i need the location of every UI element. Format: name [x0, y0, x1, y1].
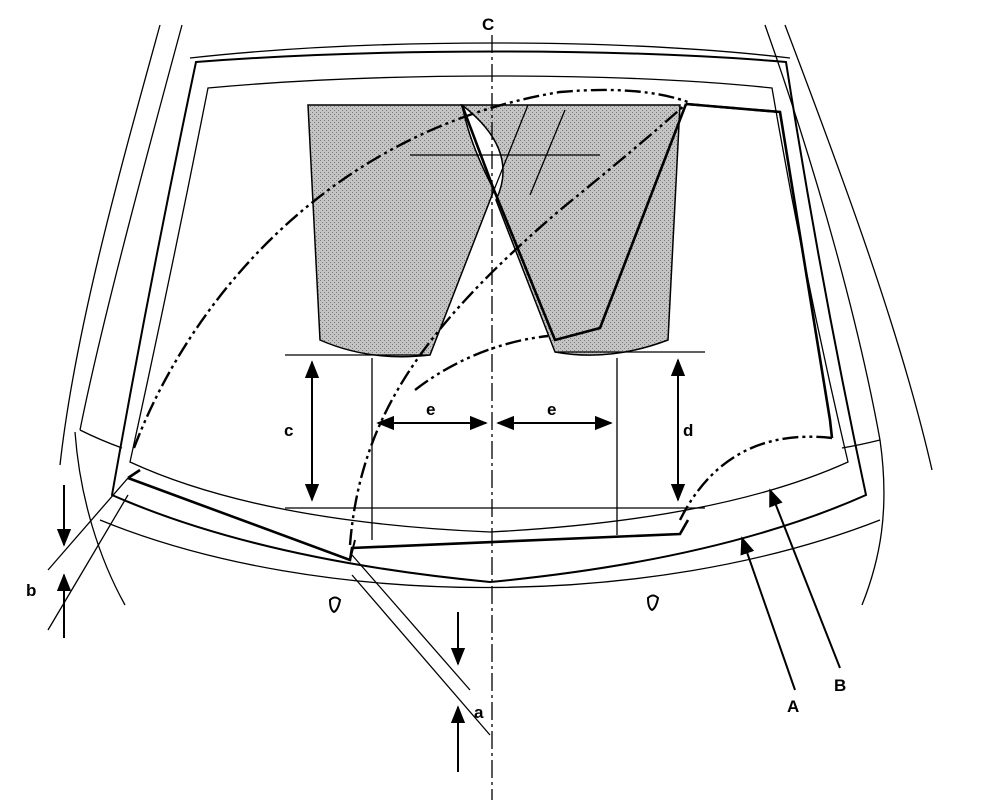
washer-nozzle-left: [328, 596, 342, 614]
windshield-glass-inner: [129, 75, 849, 533]
dimension-c: c: [284, 354, 705, 509]
center-label: C: [482, 15, 494, 34]
dimension-d-label: d: [683, 421, 693, 440]
dimension-b: b: [26, 477, 129, 638]
wipe-area-left: [307, 104, 495, 358]
windshield-frame-outer: [110, 50, 868, 584]
dimension-e: e e: [371, 358, 618, 540]
dimension-a-label: a: [474, 703, 484, 722]
wipe-area-right: [459, 104, 681, 356]
leader-A: A: [740, 536, 799, 716]
dimension-b-label: b: [26, 581, 36, 600]
dimension-e-left-label: e: [426, 400, 435, 419]
leader-B: B: [769, 488, 846, 695]
dimension-a: a: [351, 554, 491, 772]
dimension-c-label: c: [284, 421, 293, 440]
car-body-outline: [59, 24, 933, 606]
dimension-e-right-label: e: [547, 400, 556, 419]
leader-B-label: B: [834, 676, 846, 695]
wiper-sweep-arcs: [132, 88, 833, 546]
leader-A-label: A: [787, 697, 799, 716]
dimension-d: d: [555, 351, 705, 502]
washer-nozzle-right: [646, 594, 660, 612]
